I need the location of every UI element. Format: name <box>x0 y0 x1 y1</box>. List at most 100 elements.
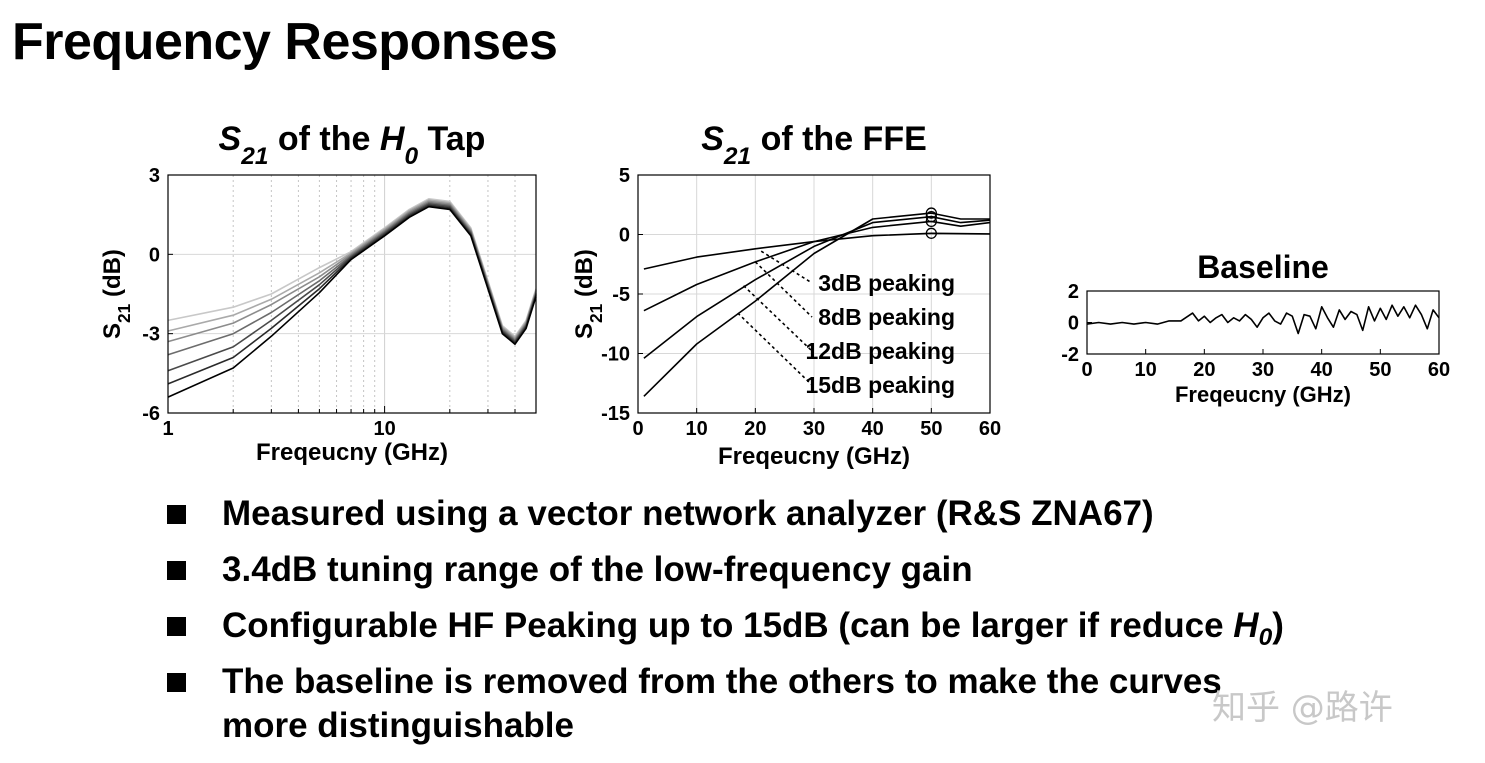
x-tick-label: 10 <box>1135 359 1157 381</box>
annotation-leader <box>754 261 813 318</box>
y-axis-label: S21 (dB) <box>99 249 134 339</box>
bullet-square-icon <box>167 617 186 636</box>
chart-title-run: S <box>701 120 724 158</box>
series-line <box>167 205 537 398</box>
bullet-text-run: 3.4dB tuning range of the low-frequency … <box>222 550 973 589</box>
y-tick-label: 0 <box>619 225 630 247</box>
y-tick-label: -2 <box>1061 344 1079 366</box>
chart-title: Baseline <box>1197 249 1329 285</box>
x-tick-label: 20 <box>1193 359 1215 381</box>
bullet-text-run: Configurable HF Peaking up to 15dB (can … <box>222 606 1234 645</box>
plot-frame <box>167 174 537 414</box>
x-tick-label: 50 <box>920 418 942 440</box>
x-tick-label: 60 <box>1428 359 1450 381</box>
x-tick-label: 40 <box>1311 359 1333 381</box>
bullet-text: 3.4dB tuning range of the low-frequency … <box>222 548 1284 592</box>
series-line <box>167 198 537 338</box>
y-axis-label-run: 21 <box>586 303 606 323</box>
chart-title: S21 of the H0 Tap <box>219 120 486 170</box>
series-line <box>167 199 537 339</box>
x-tick-label: 40 <box>862 418 884 440</box>
y-tick-label: -15 <box>601 403 630 425</box>
data-marker <box>925 227 937 239</box>
x-tick-label: 30 <box>803 418 825 440</box>
annotation-label: 15dB peaking <box>805 372 955 398</box>
bullet-text: Configurable HF Peaking up to 15dB (can … <box>222 604 1284 651</box>
series-line <box>167 200 537 343</box>
bullet-text-run: The baseline is removed from the others … <box>222 662 1222 701</box>
bullet-text-run: H <box>1233 606 1259 645</box>
y-axis-label-run: S <box>99 323 126 339</box>
series-line <box>167 204 537 385</box>
data-marker <box>925 207 937 219</box>
y-axis-label-run: (dB) <box>571 249 598 304</box>
y-tick-label: 2 <box>1068 281 1079 303</box>
series-line <box>1086 304 1440 335</box>
y-tick-label: 0 <box>1068 313 1079 335</box>
bullet-item: Configurable HF Peaking up to 15dB (can … <box>165 604 1284 651</box>
annotation-label: 12dB peaking <box>805 338 955 364</box>
bullet-text-run: more distinguishable <box>222 706 574 745</box>
annotation-label: 3dB peaking <box>818 270 955 296</box>
y-tick-label: -6 <box>142 403 160 425</box>
y-tick-label: -3 <box>142 324 160 346</box>
bullet-item: The baseline is removed from the others … <box>165 660 1284 748</box>
bullet-text: The baseline is removed from the others … <box>222 660 1284 704</box>
series-line <box>167 203 537 372</box>
y-tick-label: -5 <box>612 284 630 306</box>
bullet-item: Measured using a vector network analyzer… <box>165 492 1284 536</box>
y-axis-label-run: 21 <box>114 303 134 323</box>
watermark: 知乎 @路许 <box>1212 688 1393 728</box>
annotation-leader <box>737 312 813 386</box>
x-axis-label: Freqeucny (GHz) <box>718 443 910 470</box>
x-tick-label: 1 <box>162 418 173 440</box>
x-tick-label: 0 <box>1081 359 1092 381</box>
series-line <box>643 215 991 359</box>
x-axis-label: Freqeucny (GHz) <box>1175 382 1351 407</box>
y-tick-label: -10 <box>601 344 630 366</box>
bullet-text-run: 0 <box>1258 624 1273 651</box>
data-marker <box>925 210 937 223</box>
chart-title-run: of the <box>268 120 379 158</box>
x-tick-label: 10 <box>686 418 708 440</box>
chart-title-run: 21 <box>723 143 751 170</box>
bullet-square-icon <box>167 673 186 692</box>
y-tick-label: 5 <box>619 165 630 187</box>
bullet-square-icon <box>167 505 186 524</box>
bullet-text-run: ) <box>1272 606 1284 645</box>
chart-title-run: Baseline <box>1197 249 1329 285</box>
bullet-text: Measured using a vector network analyzer… <box>222 492 1284 536</box>
chart-title-run: of the FFE <box>751 120 927 158</box>
chart-title: S21 of the FFE <box>701 120 927 170</box>
bullet-square-icon <box>167 561 186 580</box>
x-tick-label: 50 <box>1369 359 1391 381</box>
chart-title-run: 0 <box>404 143 418 170</box>
x-tick-label: 0 <box>632 418 643 440</box>
y-tick-label: 0 <box>149 244 160 266</box>
series-line <box>643 212 990 397</box>
chart-title-run: Tap <box>418 120 485 158</box>
annotation-leader <box>760 250 813 284</box>
series-line <box>167 202 537 356</box>
x-tick-label: 20 <box>744 418 766 440</box>
x-tick-label: 30 <box>1252 359 1274 381</box>
y-axis-label-run: S <box>571 323 598 339</box>
bullet-text-run: Measured using a vector network analyzer… <box>222 494 1154 533</box>
chart-title-run: 21 <box>240 143 268 170</box>
chart-title-run: H <box>380 120 406 158</box>
x-tick-label: 10 <box>373 418 395 440</box>
chart-title-run: S <box>219 120 242 158</box>
bullet-text: more distinguishable <box>222 704 1284 748</box>
y-axis-label-run: (dB) <box>99 249 126 304</box>
y-tick-label: 3 <box>149 165 160 187</box>
bullet-item: 3.4dB tuning range of the low-frequency … <box>165 548 1284 592</box>
y-axis-label: S21 (dB) <box>571 249 606 339</box>
bullet-list: Measured using a vector network analyzer… <box>165 492 1284 760</box>
data-marker <box>925 215 937 228</box>
x-tick-label: 60 <box>979 418 1001 440</box>
slide-title: Frequency Responses <box>12 13 558 71</box>
annotation-leader <box>743 285 813 352</box>
